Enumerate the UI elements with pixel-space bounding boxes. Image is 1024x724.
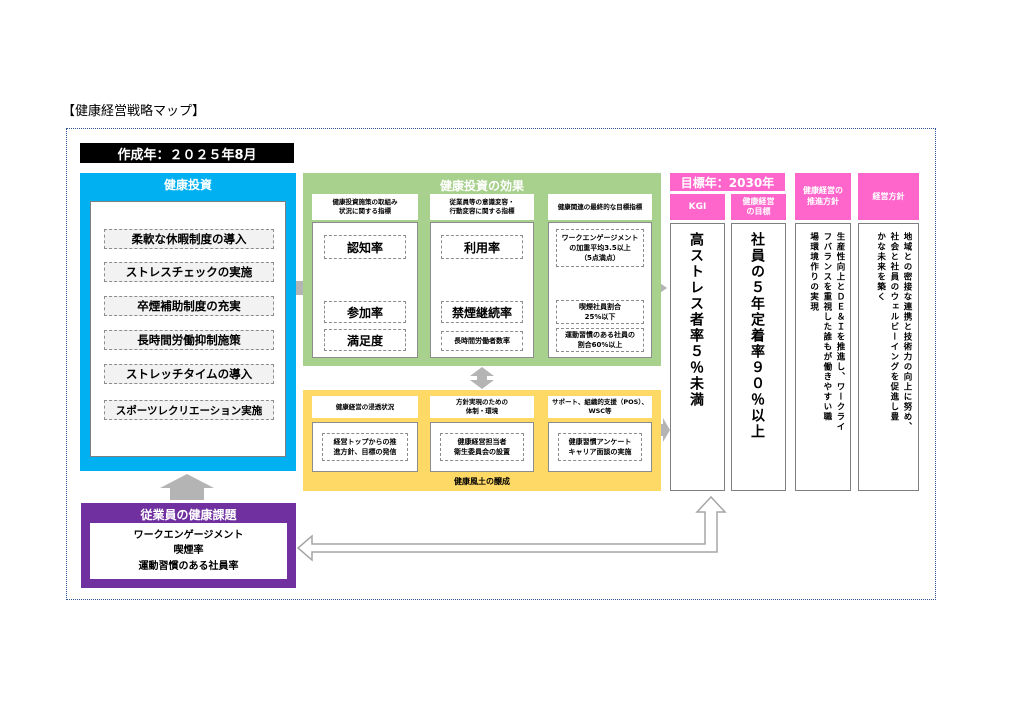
page-title: 【健康経営戦略マップ】 [62, 104, 206, 119]
issues-title: 従業員の健康課題 [140, 508, 237, 522]
goal-column: 社員の５年定着率９０％以上 [731, 223, 786, 491]
map-frame [66, 128, 936, 600]
effects-col3-header: 健康関連の最終的な目標指標 [548, 194, 652, 220]
goal-text: 社員の５年定着率９０％以上 [749, 232, 765, 440]
arrow-culture-to-target [661, 418, 670, 442]
metric-satisfaction: 満足度 [324, 329, 406, 351]
investment-item: 長時間労働抑制施策 [104, 330, 274, 350]
metric-awareness: 認知率 [324, 235, 406, 259]
effects-col1-header: 健康投資施策の取組み状況に関する指標 [312, 194, 418, 220]
issue-item: ワークエンゲージメント [133, 529, 244, 541]
metric-quit-smoking: 禁煙継続率 [441, 301, 523, 323]
culture-col2-header: 方針実現のための体制・環境 [430, 396, 534, 418]
target-year-banner: 目標年：2030年 [670, 173, 785, 191]
investment-title: 健康投資 [163, 178, 212, 192]
arrow-feedback-to-issues [296, 495, 727, 562]
policy-column: 生産性向上とＤＥ＆Ｉを推進し、ワークライフバランスを重視した誰もが働きやすい職場… [795, 223, 851, 491]
goal-engagement: ワークエンゲージメントの加重平均3.5以上（5点満点） [556, 229, 644, 267]
kgi-label: KGI [670, 194, 725, 220]
culture-col3-header: サポート、組織的支援（POS）、WSC等 [548, 396, 652, 418]
arrow-issues-to-investment [160, 474, 214, 500]
arrow-effects-culture [470, 367, 494, 389]
investment-item: 柔軟な休暇制度の導入 [104, 229, 274, 249]
culture-title: 健康風土の醸成 [454, 477, 510, 486]
management-label: 経営方針 [858, 173, 919, 220]
goal-label: 健康経営の目標 [731, 194, 786, 220]
kgi-text: 高ストレス者率５％未満 [688, 232, 704, 408]
goal-exercise-rate: 運動習慣のある社員の割合60%以上 [556, 328, 644, 352]
investment-item: スポーツレクリエーション実施 [104, 400, 274, 420]
effects-title: 健康投資の効果 [439, 179, 524, 193]
metric-participation: 参加率 [324, 301, 406, 323]
management-column: 地域との密接な連携と技術力の向上に努め、社会と社員のウェルビーイングを促進し豊か… [858, 223, 919, 491]
issues-list-box: ワークエンゲージメント 喫煙率 運動習慣のある社員率 [90, 523, 287, 579]
metric-long-hours: 長時間労働者数率 [441, 331, 523, 351]
metric-usage: 利用率 [441, 235, 523, 259]
kgi-column: 高ストレス者率５％未満 [670, 223, 725, 491]
investment-item: 卒煙補助制度の充実 [104, 296, 274, 316]
issue-item: 喫煙率 [173, 545, 204, 557]
issue-item: 運動習慣のある社員率 [138, 560, 239, 572]
policy-text: 生産性向上とＤＥ＆Ｉを推進し、ワークライフバランスを重視した誰もが働きやすい職場… [808, 232, 845, 432]
management-text: 地域との密接な連携と技術力の向上に努め、社会と社員のウェルビーイングを促進し豊か… [875, 232, 912, 432]
created-date-banner: 作成年：２０２５年8月 [80, 143, 294, 163]
investment-item: ストレッチタイムの導入 [104, 364, 274, 384]
effects-col2-header: 従業員等の意識変容・行動変容に関する指標 [430, 194, 534, 220]
culture-structure: 健康経営担当者衛生委員会の設置 [440, 433, 524, 461]
investment-item: ストレスチェックの実施 [104, 262, 274, 282]
culture-support: 健康習慣アンケートキャリア面談の実施 [558, 433, 642, 461]
policy-label: 健康経営の推進方針 [795, 173, 851, 220]
culture-top-message: 経営トップからの推進方針、目標の発信 [322, 433, 408, 461]
culture-col1-header: 健康経営の浸透状況 [312, 396, 418, 418]
